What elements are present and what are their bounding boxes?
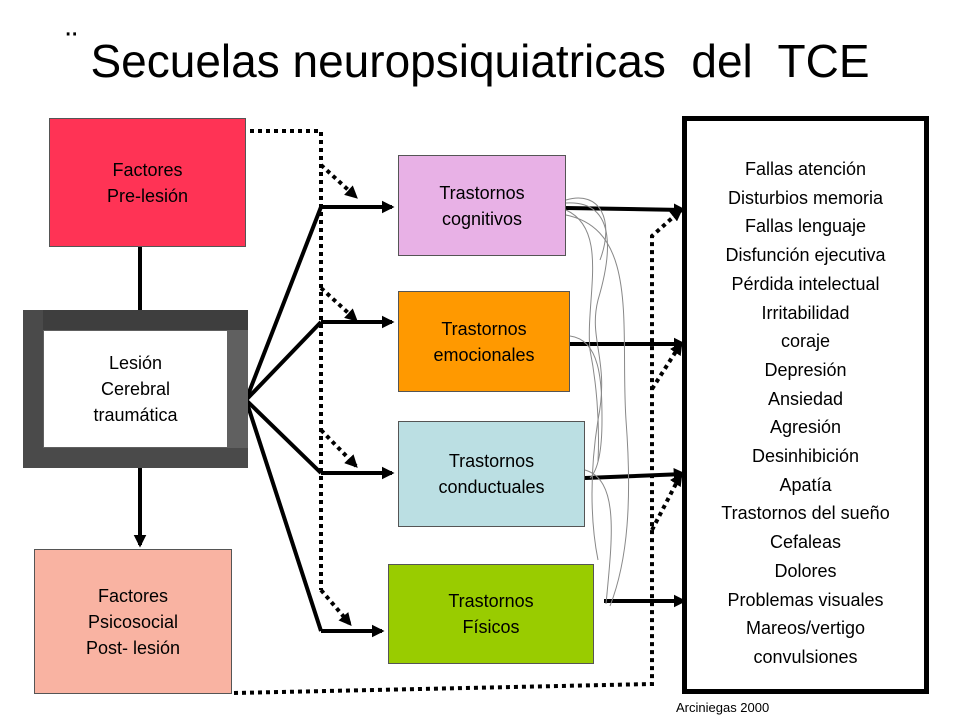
page-title: Secuelas neuropsiquiatricas del TCE — [90, 35, 870, 87]
solid-arrows-to-symptoms — [565, 203, 687, 608]
symptom-item: Agresión — [769, 417, 842, 438]
symptom-item: coraje — [780, 331, 831, 352]
symptom-item: Pérdida intelectual — [731, 273, 880, 294]
symptom-item: Trastornos del sueño — [721, 503, 890, 524]
cognitive-disorders-box: Trastornos cognitivos — [398, 155, 566, 256]
symptom-item: Irritabilidad — [761, 302, 850, 323]
pre-lesion-factors-box: Factores Pre-lesión — [49, 118, 246, 247]
symptom-item: Fallas atención — [744, 159, 867, 179]
symptom-item: Ansiedad — [767, 388, 844, 409]
symptom-item: convulsiones — [753, 646, 858, 667]
symptom-item: Cefaleas — [769, 532, 842, 553]
title-diaeresis: ¨ — [66, 26, 80, 64]
symptom-item: Disturbios memoria — [727, 187, 884, 208]
lesion-bevel-left — [23, 310, 43, 468]
symptom-item: Depresión — [764, 359, 847, 380]
symptom-item: Problemas visuales — [727, 589, 884, 610]
symptom-item: Disfunción ejecutiva — [725, 245, 886, 266]
lesion-bevel-bottom — [23, 448, 248, 468]
dotted-arrows-to-disorders — [319, 163, 358, 626]
solid-fan-lines — [244, 206, 323, 632]
symptom-item: Apatía — [779, 474, 832, 495]
symptom-item: Dolores — [774, 560, 837, 581]
behavioral-disorders-box: Trastornos conductuales — [398, 421, 585, 527]
brain-injury-box: Lesión Cerebral traumática — [44, 331, 227, 447]
lesion-bevel-top — [23, 310, 248, 330]
post-lesion-factors-box: Factores Psicosocial Post- lesión — [34, 549, 232, 694]
symptoms-list-box: Fallas atención Disturbios memoria Falla… — [682, 116, 929, 694]
source-credit: Arciniegas 2000 — [676, 700, 770, 715]
emotional-disorders-box: Trastornos emocionales — [398, 291, 570, 392]
dotted-arrowheads — [669, 208, 683, 488]
symptom-item: Fallas lenguaje — [744, 216, 867, 237]
interconnect-curves — [565, 197, 630, 607]
symptom-item: Desinhibición — [751, 446, 860, 467]
solid-arrows-to-disorders — [321, 200, 395, 638]
physical-disorders-box: Trastornos Físicos — [388, 564, 594, 664]
dotted-pre-lesion-path — [250, 129, 323, 590]
symptom-item: Mareos/vertigo — [745, 618, 866, 639]
